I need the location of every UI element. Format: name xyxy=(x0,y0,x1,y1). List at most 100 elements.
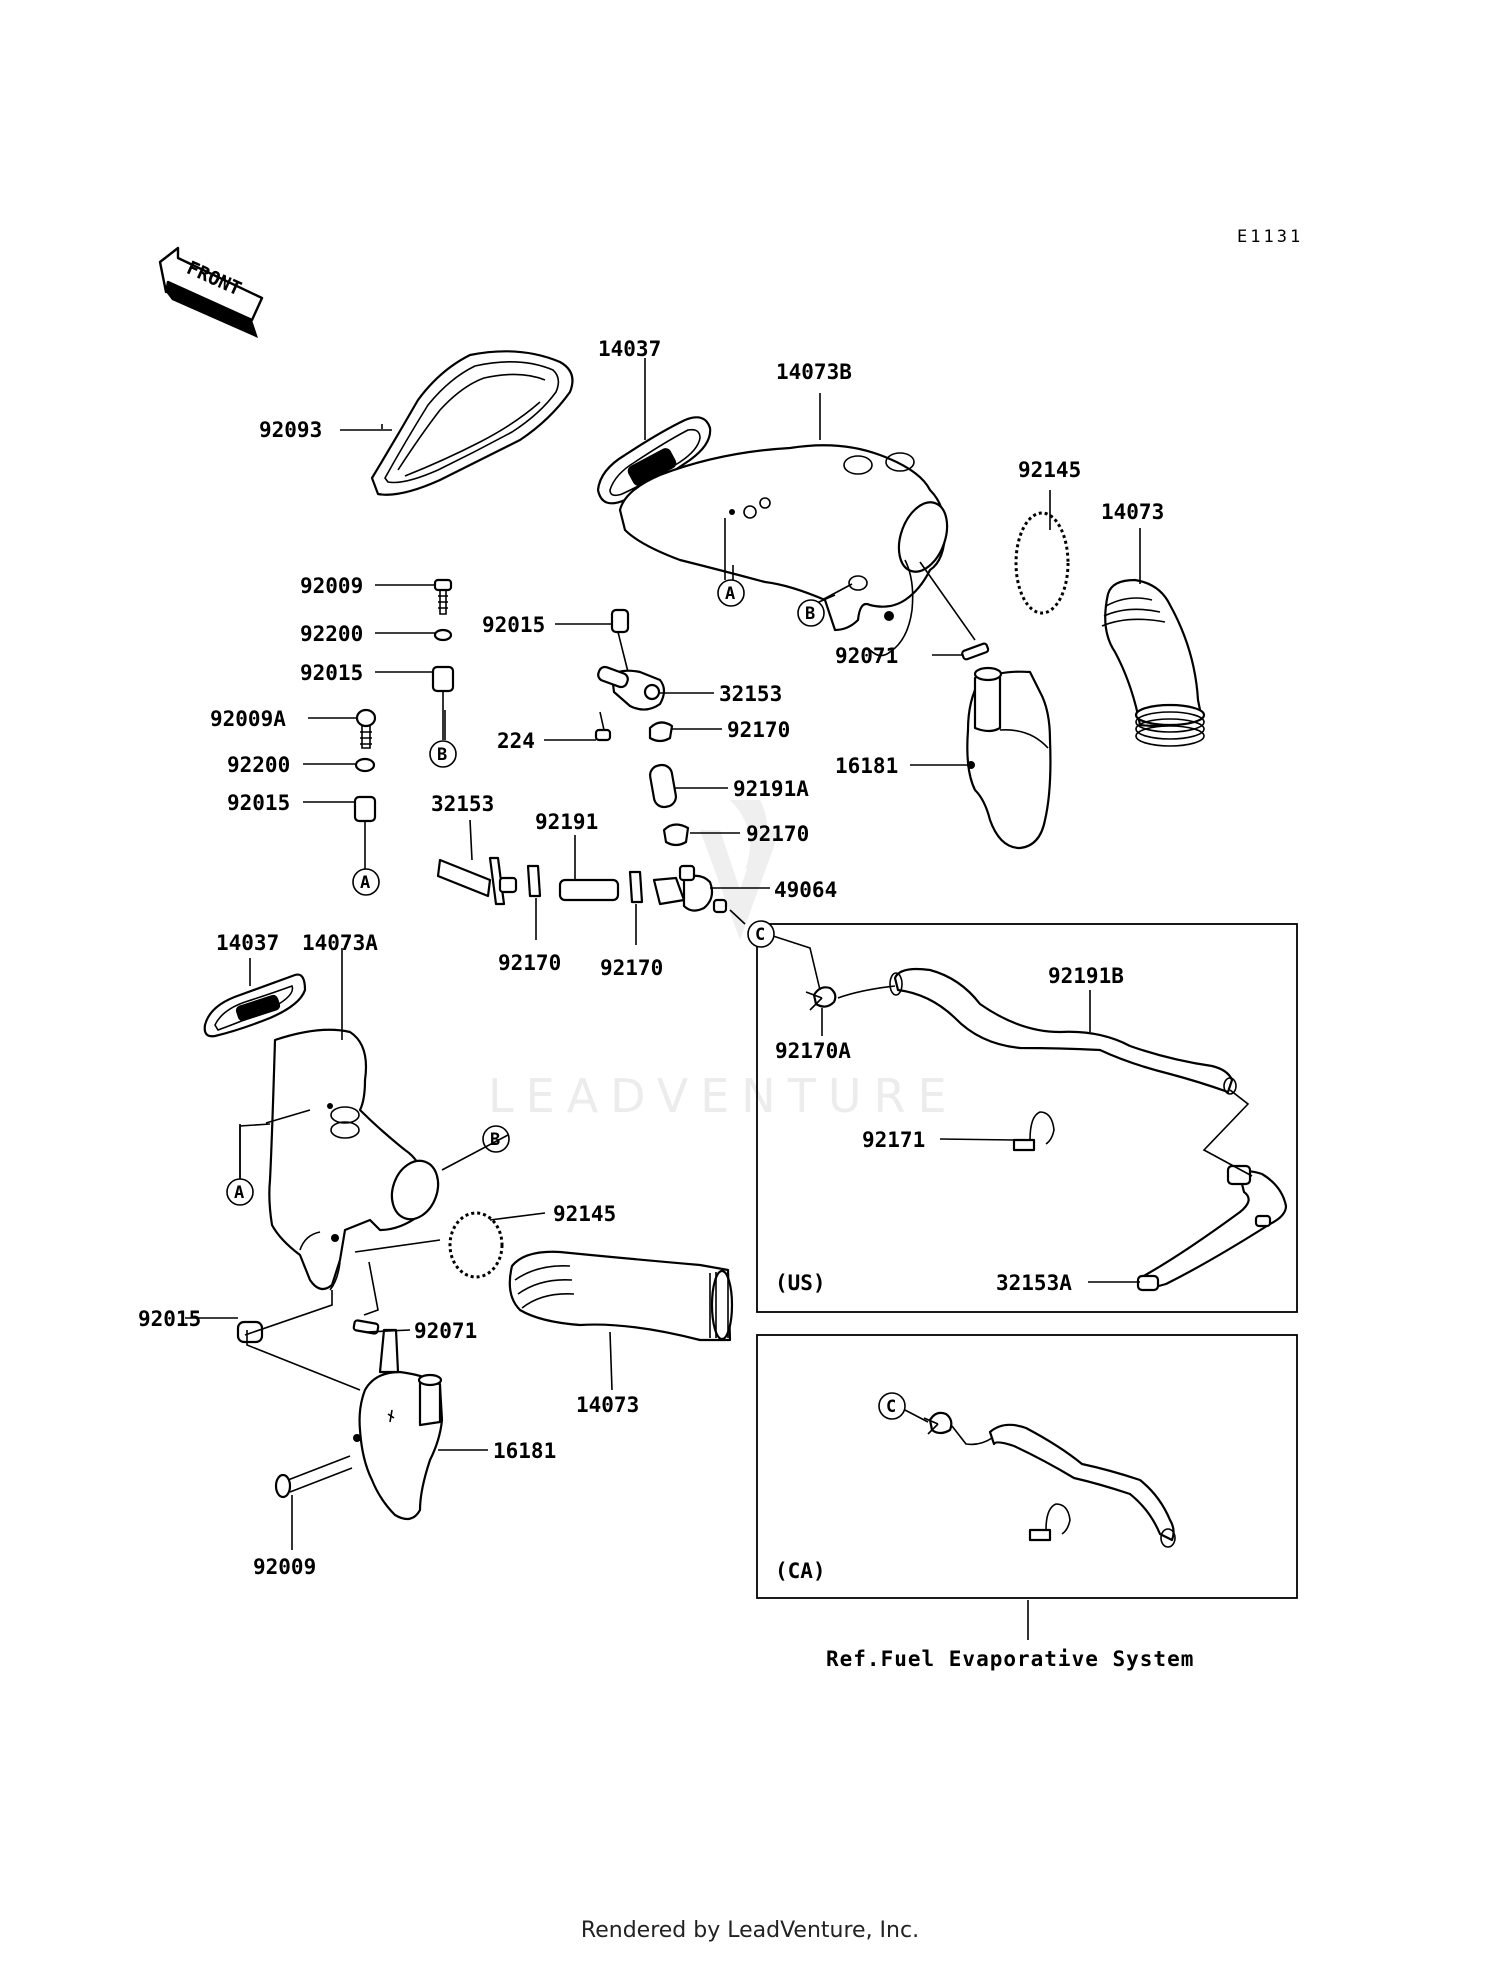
svg-text:A: A xyxy=(234,1183,244,1203)
label-92145-top: 92145 xyxy=(1018,458,1081,482)
intake-duct-14073A xyxy=(268,1028,440,1291)
watermark-text: LEADVENTURE xyxy=(488,1069,959,1123)
label-14037-top: 14037 xyxy=(598,337,661,361)
clamp-ring-92145-low xyxy=(448,1211,504,1279)
label-92145-low: 92145 xyxy=(553,1202,616,1226)
clamp-ca xyxy=(923,1411,953,1435)
label-92015-mid: 92015 xyxy=(482,613,545,637)
intake-duct-14073B xyxy=(618,444,949,657)
intake-tube-14073-low xyxy=(508,1250,734,1342)
intake-screen-14037-low xyxy=(203,973,307,1038)
fitting-32153-mid xyxy=(597,665,666,711)
label-92093: 92093 xyxy=(259,418,322,442)
hose-clamp-92170-d xyxy=(628,870,644,904)
clamp-ring-92145-top xyxy=(1014,511,1070,615)
label-32153-mid: 32153 xyxy=(719,682,782,706)
hose-clamp-92170-c xyxy=(526,864,542,898)
collar-92015-left2 xyxy=(353,795,377,823)
hose-clamp-92170-b xyxy=(662,823,690,847)
hose-92191A xyxy=(649,763,677,809)
label-92015-left2: 92015 xyxy=(227,791,290,815)
label-14073-top: 14073 xyxy=(1101,500,1164,524)
label-92071-low: 92071 xyxy=(414,1319,477,1343)
grommet-92071-low xyxy=(352,1319,380,1335)
label-224: 224 xyxy=(497,729,535,753)
label-92191: 92191 xyxy=(535,810,598,834)
svg-text:B: B xyxy=(805,604,815,624)
callout-b-low: B xyxy=(482,1125,510,1153)
intake-tube-14073-top xyxy=(1101,578,1206,747)
label-92171: 92171 xyxy=(862,1128,925,1152)
label-14037-low: 14037 xyxy=(216,931,279,955)
label-92170-c: 92170 xyxy=(498,951,561,975)
label-92170A: 92170A xyxy=(775,1039,851,1063)
callout-b-top: B xyxy=(797,599,825,627)
callout-a-left: A xyxy=(352,868,380,896)
svg-text:B: B xyxy=(490,1130,500,1150)
bolt-92009-low xyxy=(274,1455,353,1499)
callout-a-low: A xyxy=(226,1178,254,1206)
svg-text:A: A xyxy=(360,873,370,893)
valve-49064 xyxy=(652,864,728,914)
bolt-92009A xyxy=(355,708,377,749)
label-92071-top: 92071 xyxy=(835,644,898,668)
footer-credit: Rendered by LeadVenture, Inc. xyxy=(580,1918,920,1943)
screw-224 xyxy=(594,711,612,742)
label-14073A: 14073A xyxy=(302,931,378,955)
box-us xyxy=(756,923,1298,1313)
hose-ca xyxy=(988,1423,1176,1548)
callout-c-ca: C xyxy=(878,1392,906,1420)
hose-92191B xyxy=(889,967,1237,1095)
resonator-16181-low xyxy=(353,1328,444,1521)
label-32153-left: 32153 xyxy=(431,792,494,816)
bolt-92009-top xyxy=(433,578,453,615)
collar-92015-left1 xyxy=(431,665,455,693)
box-ca-label: (CA) xyxy=(775,1559,826,1583)
front-arrow-icon: FRONT xyxy=(158,246,264,338)
svg-text:B: B xyxy=(437,745,447,765)
grommet-92071-top xyxy=(961,642,990,661)
svg-text:C: C xyxy=(886,1397,896,1417)
label-16181-top: 16181 xyxy=(835,754,898,778)
label-92009A: 92009A xyxy=(210,707,286,731)
label-32153A: 32153A xyxy=(996,1271,1072,1295)
washer-92200-2 xyxy=(354,757,376,773)
fitting-32153-left xyxy=(436,856,518,906)
svg-text:C: C xyxy=(755,925,765,945)
label-92170-b: 92170 xyxy=(746,822,809,846)
label-92009-top: 92009 xyxy=(300,574,363,598)
clip-92171 xyxy=(1012,1111,1055,1152)
label-92170-d: 92170 xyxy=(600,956,663,980)
resonator-16181-top xyxy=(966,666,1052,850)
label-49064: 49064 xyxy=(774,878,837,902)
collar-92015-low xyxy=(236,1320,264,1344)
callout-a-top: A xyxy=(717,579,745,607)
label-92015-low: 92015 xyxy=(138,1307,201,1331)
label-92200-2: 92200 xyxy=(227,753,290,777)
callout-b-left: B xyxy=(429,740,457,768)
label-92170-a: 92170 xyxy=(727,718,790,742)
clip-ca xyxy=(1028,1503,1071,1542)
callout-c-mid: C xyxy=(747,920,775,948)
ref-note: Ref.Fuel Evaporative System xyxy=(826,1647,1194,1671)
label-92015-left1: 92015 xyxy=(300,661,363,685)
hose-clamp-92170-a xyxy=(648,721,674,743)
label-92009-low: 92009 xyxy=(253,1555,316,1579)
box-ca xyxy=(756,1334,1298,1599)
diagram-code: E1131 xyxy=(1237,227,1303,247)
watermark-logo xyxy=(700,800,780,940)
collar-92015-mid xyxy=(610,608,630,634)
air-intake-gasket-92093 xyxy=(370,350,574,496)
pipe-32153A xyxy=(1136,1164,1288,1292)
label-92191B: 92191B xyxy=(1048,964,1124,988)
label-14073-low: 14073 xyxy=(576,1393,639,1417)
hose-92191 xyxy=(558,878,620,902)
label-92191A: 92191A xyxy=(733,777,809,801)
label-92200-top: 92200 xyxy=(300,622,363,646)
label-16181-low: 16181 xyxy=(493,1439,556,1463)
box-us-label: (US) xyxy=(775,1271,826,1295)
washer-92200-top xyxy=(433,628,453,642)
svg-text:A: A xyxy=(725,584,735,604)
label-14073B: 14073B xyxy=(776,360,852,384)
